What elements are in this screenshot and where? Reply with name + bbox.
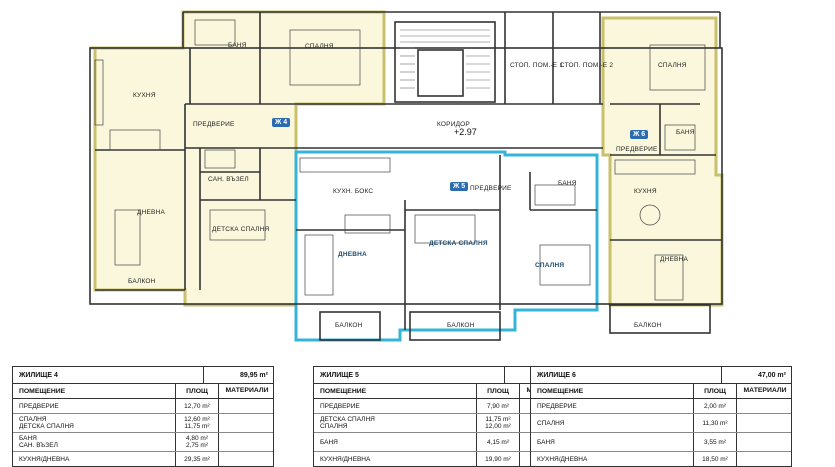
bathtub-icon (194, 19, 236, 46)
room-label: ПРЕДВЕРИЕ (470, 185, 512, 192)
bed-icon (539, 244, 591, 286)
room-label: БАЛКОН (128, 278, 156, 285)
bed-icon (289, 29, 361, 86)
area-table-unit-4: ЖИЛИЩЕ 4 89,95 m² ПОМЕЩЕНИЕ ПЛОЩ МАТЕРИА… (12, 366, 274, 467)
room-name: САН. ВЪЗЕЛ (19, 442, 58, 449)
round-table-icon (639, 204, 661, 226)
room-name: КУХНЯ/ДНЕВНА (19, 455, 70, 463)
room-label: САН. ВЪЗЕЛ (208, 176, 249, 183)
room-name: БАНЯ (19, 435, 37, 442)
room-area: 4,15 m² (486, 438, 510, 446)
col-materials: МАТЕРИАЛИ (218, 384, 273, 398)
room-name: КУХНЯ/ДНЕВНА (537, 455, 588, 463)
room-label: ДНЕВНА (338, 251, 367, 258)
room-label: СПАЛНЯ (535, 262, 565, 269)
unit-name: ЖИЛИЩЕ 4 (19, 371, 58, 379)
furniture (94, 19, 706, 301)
room-label: СПАЛНЯ (305, 43, 334, 50)
room-label: КУХН. БОКС (333, 188, 374, 195)
room-label: СТОП. ПОМ.-Е 2 (560, 62, 614, 69)
room-label: ДЕТСКА СПАЛНЯ (429, 240, 488, 247)
room-area: 11,75 m² (184, 423, 210, 430)
unit-name: ЖИЛИЩЕ 6 (537, 371, 576, 379)
room-area: 29,35 m² (184, 455, 210, 463)
room-label: БАНЯ (228, 42, 247, 49)
room-area: 18,50 m² (702, 455, 728, 463)
col-materials: МАТЕРИАЛИ (736, 384, 791, 398)
col-room: ПОМЕЩЕНИЕ (19, 387, 66, 395)
bed-icon (414, 214, 476, 244)
sofa-icon (114, 209, 141, 266)
room-label: ПРЕДВЕРИЕ (193, 121, 235, 128)
room-area: 11,30 m² (702, 419, 728, 427)
room-area: 2,00 m² (703, 402, 727, 410)
room-area: 12,00 m² (485, 423, 511, 430)
room-label: БАЛКОН (447, 322, 475, 329)
bed-icon (209, 209, 266, 241)
bathtub-icon (204, 149, 236, 169)
room-area: 11,75 m² (485, 416, 511, 423)
room-label: КУХНЯ (133, 92, 156, 99)
area-table-unit-6: ЖИЛИЩЕ 6 47,00 m² ПОМЕЩЕНИЕ ПЛОЩ МАТЕРИА… (530, 366, 792, 467)
room-label: КУХНЯ (634, 188, 657, 195)
unit-tag: Ж 4 (272, 118, 291, 127)
room-name: ПРЕДВЕРИЕ (19, 402, 59, 410)
col-area: ПЛОЩ (175, 384, 218, 398)
level-marker: +2.97 (454, 127, 477, 137)
room-name: ДЕТСКА СПАЛНЯ (320, 416, 375, 423)
col-area: ПЛОЩ (476, 384, 519, 398)
room-label: БАЛКОН (634, 322, 662, 329)
room-area: 12,70 m² (184, 402, 210, 410)
room-name: СПАЛНЯ (19, 416, 47, 423)
table-icon (344, 214, 391, 234)
bed-icon (649, 44, 706, 91)
sofa-icon (304, 234, 334, 296)
unit-name: ЖИЛИЩЕ 5 (320, 371, 359, 379)
kitchen-counter-icon (614, 159, 696, 175)
room-name: ПРЕДВЕРИЕ (320, 402, 360, 410)
room-label: ПРЕДВЕРИЕ (616, 146, 658, 153)
room-name: СПАЛНЯ (537, 419, 565, 427)
room-area: 2,75 m² (185, 442, 209, 449)
room-area: 12,60 m² (184, 416, 210, 423)
room-area: 7,90 m² (486, 402, 510, 410)
kitchen-counter-icon (299, 157, 391, 173)
room-name: БАНЯ (537, 438, 555, 446)
room-label: ДЕТСКА СПАЛНЯ (212, 226, 270, 233)
room-name: ДЕТСКА СПАЛНЯ (19, 423, 74, 430)
room-label: КОРИДОР (437, 121, 470, 128)
room-area: 3,55 m² (703, 438, 727, 446)
room-label: ДНЕВНА (660, 256, 688, 263)
unit-tag: Ж 6 (630, 130, 649, 139)
sofa-icon (654, 254, 684, 301)
room-area: 19,90 m² (485, 455, 511, 463)
table-icon (109, 129, 161, 151)
shower-icon (664, 124, 696, 151)
room-label: ДНЕВНА (137, 209, 165, 216)
col-room: ПОМЕЩЕНИЕ (320, 387, 367, 395)
room-label: БАНЯ (558, 180, 577, 187)
floor-plan (89, 10, 724, 342)
unit-total-area: 89,95 m² (203, 367, 273, 383)
walls (89, 11, 723, 341)
room-label: СПАЛНЯ (658, 62, 687, 69)
col-room: ПОМЕЩЕНИЕ (537, 387, 584, 395)
stairs (400, 29, 490, 89)
room-name: КУХНЯ/ДНЕВНА (320, 455, 371, 463)
unit-total-area: 47,00 m² (721, 367, 791, 383)
room-label: СТОП. ПОМ.-Е 1 (510, 62, 564, 69)
room-name: БАНЯ (320, 438, 338, 446)
room-area: 4,80 m² (185, 435, 209, 442)
unit-tag: Ж 5 (450, 182, 469, 191)
bathtub-icon (534, 184, 576, 206)
room-name: ПРЕДВЕРИЕ (537, 402, 577, 410)
room-label: БАНЯ (676, 129, 695, 136)
kitchen-counter-icon (94, 59, 104, 126)
col-area: ПЛОЩ (693, 384, 736, 398)
room-name: СПАЛНЯ (320, 423, 348, 430)
room-label: БАЛКОН (335, 322, 363, 329)
